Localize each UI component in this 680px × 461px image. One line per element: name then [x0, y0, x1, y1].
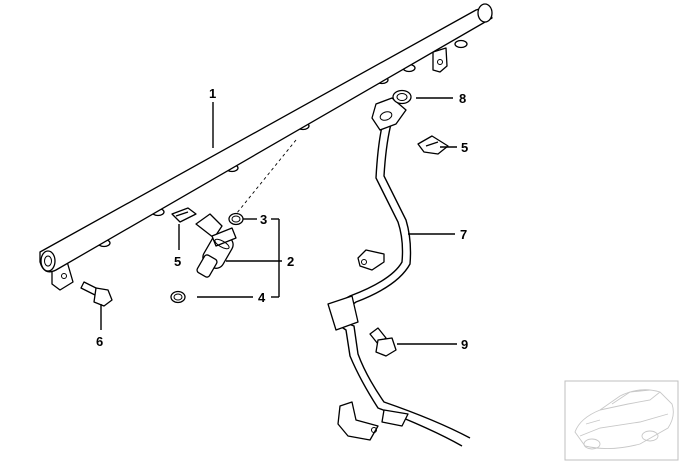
injector[interactable]	[195, 213, 237, 278]
locator-line	[227, 139, 297, 225]
fuel-rail[interactable]	[39, 3, 493, 291]
callout-9: 9	[461, 337, 468, 352]
o-ring-fuel-line[interactable]	[392, 89, 412, 105]
callout-6: 6	[96, 334, 103, 349]
car-outline-icon	[574, 389, 674, 450]
bolt-right[interactable]	[369, 327, 397, 357]
callout-4: 4	[258, 290, 266, 305]
callout-3: 3	[260, 212, 267, 227]
callout-1: 1	[209, 86, 216, 101]
leader-lines	[100, 97, 457, 345]
callout-5-left: 5	[174, 254, 181, 269]
callout-2: 2	[287, 254, 294, 269]
o-ring-lower[interactable]	[170, 290, 186, 304]
callout-8: 8	[459, 91, 466, 106]
o-ring-upper[interactable]	[228, 212, 244, 226]
clip-left[interactable]	[171, 207, 197, 223]
callout-7: 7	[460, 227, 467, 242]
fuel-line[interactable]	[327, 97, 471, 447]
callout-5-right: 5	[461, 140, 468, 155]
clip-right[interactable]	[417, 135, 449, 155]
vehicle-thumbnail	[564, 380, 679, 461]
bolt-left[interactable]	[80, 281, 113, 307]
